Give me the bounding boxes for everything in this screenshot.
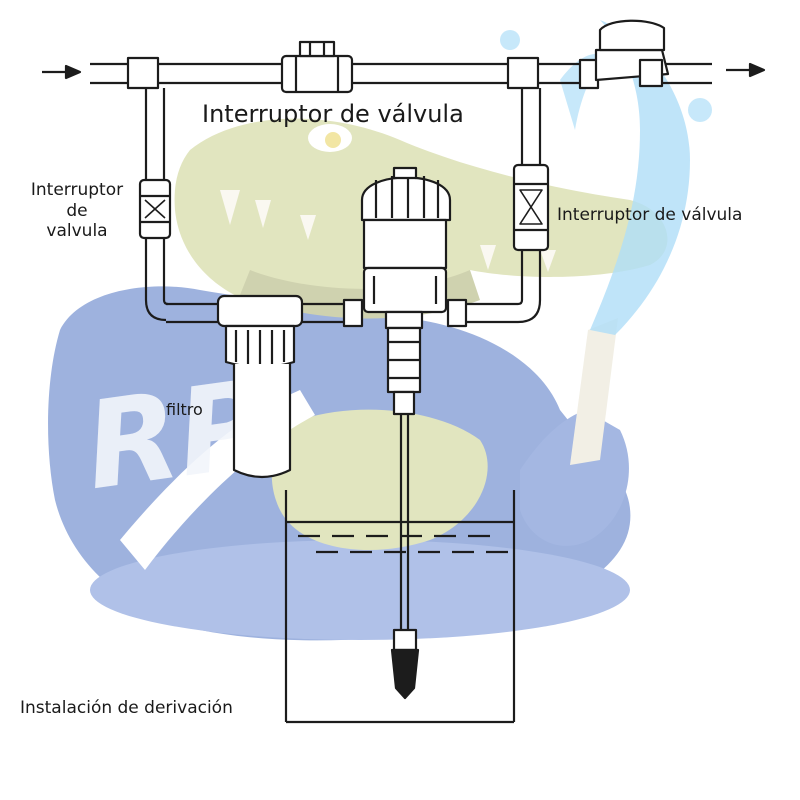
dosing-pump xyxy=(360,166,452,330)
solution-tank xyxy=(284,490,516,724)
filter-housing xyxy=(216,294,304,479)
left-valve xyxy=(138,178,172,240)
top-valve xyxy=(280,40,354,94)
right-tee-fitting xyxy=(506,56,540,90)
left-valve-label-line: valvula xyxy=(46,221,108,242)
top-valve-label: Interruptor de válvula xyxy=(202,100,464,128)
inlet-arrow xyxy=(42,64,82,80)
filter-label: filtro xyxy=(166,400,203,419)
bypass-installation-label: Instalación de derivación xyxy=(20,698,233,718)
water-meter xyxy=(578,19,670,90)
right-bypass-pipe xyxy=(517,88,542,324)
suction-strainer xyxy=(390,628,420,700)
bottom-bypass-pipe xyxy=(166,298,518,328)
mascot-belly xyxy=(271,409,488,550)
water-droplet xyxy=(560,53,605,130)
left-bypass-pipe xyxy=(144,88,169,322)
water-droplet xyxy=(688,98,712,122)
water-splash xyxy=(590,20,690,335)
left-valve-label-line: Interruptor xyxy=(30,180,124,200)
left-valve-label: Interruptor de valvula xyxy=(18,180,136,242)
mascot-pupil xyxy=(325,132,341,148)
left-valve-label-line: de xyxy=(66,200,88,221)
water-droplet xyxy=(500,30,520,50)
mascot-teeth xyxy=(220,190,556,272)
hose-nozzle xyxy=(570,318,618,465)
right-valve xyxy=(512,163,550,252)
outlet-arrow xyxy=(726,62,766,78)
right-valve-label: Interruptor de válvula xyxy=(557,205,743,225)
left-tee-fitting xyxy=(126,56,160,90)
mascot-base xyxy=(90,540,630,640)
